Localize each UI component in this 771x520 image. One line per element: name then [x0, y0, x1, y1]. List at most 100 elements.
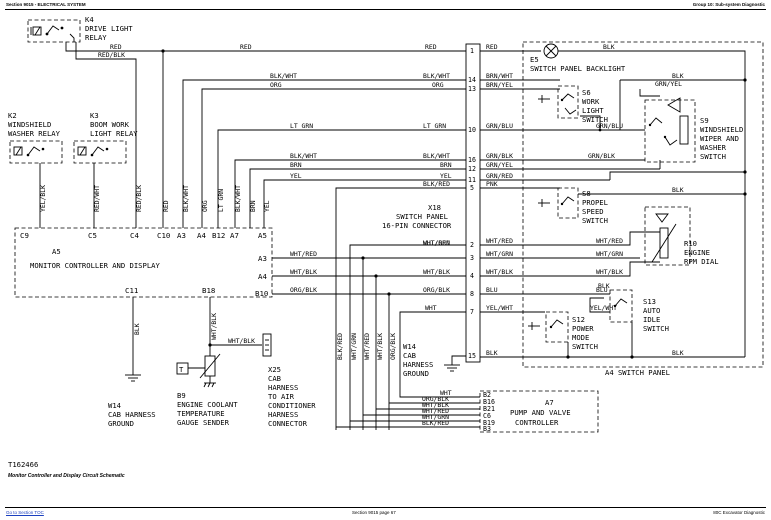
junction-red	[161, 49, 165, 53]
s13-label-4: SWITCH	[643, 324, 669, 333]
b9-label-2: ENGINE COOLANT	[177, 400, 238, 409]
wire-org-top	[201, 88, 466, 228]
r-label-grnblu: GRN/BLU	[486, 122, 513, 130]
a5-monitor: C9 C5 C4 C10 A3 A4 B12 A7 A5 A5 MONITOR …	[14, 227, 273, 298]
a5-pin-a3: A3	[177, 231, 186, 240]
header-rule	[5, 9, 766, 10]
r-label-brnwht: BRN/WHT	[486, 72, 513, 80]
k2-label-2: WINDSHIELD	[8, 120, 51, 129]
r10-dial	[644, 206, 691, 266]
r-label-whtred: WHT/RED	[486, 237, 513, 245]
wire-wht	[399, 311, 480, 398]
x18-pin-3: 3	[470, 254, 474, 262]
r-label-blk-s9: BLK	[672, 72, 684, 80]
k4-coil-diag	[34, 26, 41, 36]
s8-label-4: SWITCH	[582, 216, 608, 225]
s13-switch	[609, 289, 633, 323]
s12-label-3: MODE	[572, 333, 589, 342]
a7-w5-label: WHT/GRN	[422, 413, 449, 421]
a5-pin-c11: C11	[125, 286, 138, 295]
r-label-blu-s13: BLU	[596, 286, 608, 294]
wire-org-top-label: ORG	[270, 81, 282, 89]
s8-label-1: S8	[582, 189, 591, 198]
wire-whtblk-label: WHT/BLK	[290, 268, 317, 276]
s8-label-3: SPEED	[582, 207, 604, 216]
r10-label-3: RPM DIAL	[684, 257, 719, 266]
r-label-whtgrn2: WHT/GRN	[596, 250, 623, 258]
a7-box	[479, 390, 599, 433]
k2-contact	[27, 146, 41, 156]
a7-w6-label: BLK/RED	[422, 419, 449, 427]
v-label-yel: YEL	[263, 200, 271, 212]
x18-label-2: SWITCH PANEL	[396, 212, 448, 221]
s12-switch	[545, 311, 569, 343]
x18-pin-11: 11	[468, 176, 476, 184]
r-label-brnyel: BRN/YEL	[486, 81, 513, 89]
r-label-blk-s8: BLK	[672, 186, 684, 194]
s9-motor-symbol	[667, 97, 681, 113]
a5-desc: MONITOR CONTROLLER AND DISPLAY	[30, 261, 160, 270]
a5-box	[14, 227, 273, 298]
v-label-redwht: RED/WHT	[93, 185, 101, 212]
s13-label-2: AUTO	[643, 306, 660, 315]
a7-pin-b16: B16	[483, 398, 495, 406]
a7-pin-b21: B21	[483, 405, 495, 413]
s13-label-3: IDLE	[643, 315, 660, 324]
k3-coil	[77, 146, 87, 156]
k4-terminal	[69, 33, 75, 42]
s8-actuator	[538, 199, 550, 207]
wire-brn2-label: BRN	[440, 161, 452, 169]
wire-wht-label: WHT	[425, 304, 437, 312]
wire-blkwht-top-label: BLK/WHT	[270, 72, 297, 80]
k2-label-3: WASHER RELAY	[8, 129, 61, 138]
wire-k4-redblk	[75, 42, 137, 228]
k3-relay: K3 BOOM WORK LIGHT RELAY	[73, 111, 138, 164]
s9-resistor	[679, 115, 689, 145]
k3-contact	[91, 146, 105, 156]
s13-label-1: S13	[643, 297, 656, 306]
w14b-label-1: W14	[403, 342, 416, 351]
wire-whtgrn-label: WHT/GRN	[423, 239, 450, 247]
r-label-grnyel: GRN/YEL	[486, 161, 513, 169]
header-right: Group 10: Sub-system Diagnostic	[692, 2, 765, 7]
a7-pin-c6: C6	[483, 412, 491, 420]
wire-red-x18-label: RED	[425, 43, 437, 51]
wire-grnyel-s9	[639, 89, 660, 97]
s9-switch	[644, 97, 696, 163]
a5-pin-r-a3: A3	[258, 254, 267, 263]
k2-relay-box	[9, 140, 63, 164]
r-label-grnyel-s9: GRN/YEL	[655, 80, 682, 88]
wire-red-mid-label: RED	[240, 43, 252, 51]
ground-symbol-w14b	[444, 364, 460, 372]
footer-rule	[5, 507, 766, 508]
s8-box	[557, 187, 579, 219]
header-left: Section 9015 - ELECTRICAL SYSTEM	[6, 2, 86, 7]
k4-contact-dot2	[60, 26, 64, 30]
footer-toc-link[interactable]: Go to Section TOC	[6, 510, 44, 515]
s9-label-5: SWITCH	[700, 152, 726, 161]
e5-lamp	[543, 43, 559, 59]
a7-label-3: CONTROLLER	[515, 418, 559, 427]
v-label-blk-a5: BLK	[133, 323, 141, 335]
b9-label-3: TEMPERATURE	[177, 409, 225, 418]
k4-contact	[46, 25, 60, 35]
figure-caption: Monitor Controller and Display Circuit S…	[8, 473, 125, 479]
r-label-whtred2: WHT/RED	[596, 237, 623, 245]
k4-contact-dot	[45, 32, 49, 36]
wire-org-top2-label: ORG	[432, 81, 444, 89]
v-label-redblk: RED/BLK	[135, 185, 143, 212]
wire-yel-label: YEL	[290, 172, 302, 180]
k2-label-1: K2	[8, 111, 17, 120]
r10-box	[644, 206, 691, 266]
w14b-label-2: CAB	[403, 351, 416, 360]
s12-label-4: SWITCH	[572, 342, 598, 351]
r-label-grnblu2: GRN/BLU	[596, 122, 623, 130]
a5-pin-a5: A5	[258, 231, 267, 240]
v-label-org: ORG	[201, 200, 209, 212]
a5-pin-c10: C10	[157, 231, 170, 240]
wire-whtred2-label: WHT/RED	[423, 239, 450, 247]
wire-orgblk2-label: ORG/BLK	[423, 286, 450, 294]
w14b-label-3: HARNESS	[403, 360, 433, 369]
wire-blkwht-mid2-label: BLK/WHT	[423, 152, 450, 160]
